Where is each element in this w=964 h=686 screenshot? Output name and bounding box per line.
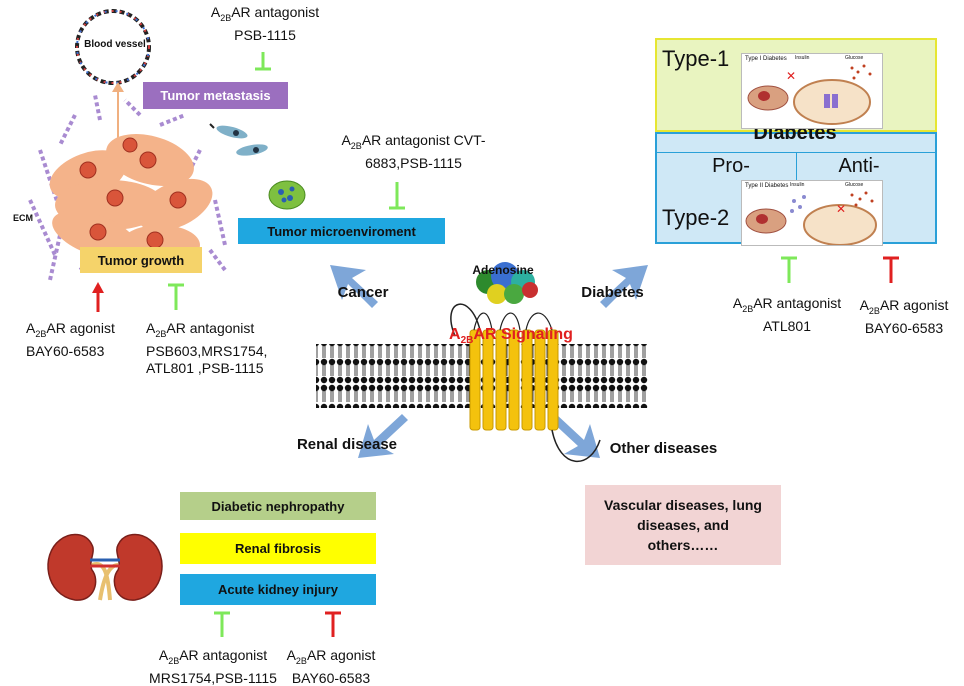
growth-antagonist-label: A2BAR antagonist PSB603,MRS1754, ATL801 … xyxy=(146,320,268,376)
microenvironment-cell-icon xyxy=(268,180,306,210)
diabetic-nephropathy-box: Diabetic nephropathy xyxy=(180,492,376,520)
diabetes-agonist-label: A2BAR agonist BAY60-6583 xyxy=(859,297,949,336)
adenosine-molecule-icon xyxy=(476,262,538,304)
tumor-microenvironment-box: Tumor microenviroment xyxy=(238,218,445,244)
tumor-growth-box: Tumor growth xyxy=(80,247,202,273)
cell-membrane xyxy=(316,344,648,408)
renal-fibrosis-box: Renal fibrosis xyxy=(180,533,376,564)
inhibit-growth-symbol xyxy=(168,283,184,310)
cancer-branch-label: Cancer xyxy=(337,284,389,301)
pancreas-cell-icon: ✕ xyxy=(747,64,872,125)
agonist-diabetes-symbol xyxy=(883,256,899,283)
diabetes-branch-label: Diabetes xyxy=(581,284,644,301)
renal-antagonist-label: A2BAR antagonist MRS1754,PSB-1115 xyxy=(149,647,277,686)
insulin-resistance-icon: ✕ xyxy=(745,191,877,245)
inhibit-microenv-symbol xyxy=(389,182,405,210)
microenv-drug-label: A2BAR antagonist CVT- 6883,PSB-1115 xyxy=(341,132,486,171)
kidneys-icon xyxy=(47,533,163,601)
type2-label: Type-2 xyxy=(662,205,730,230)
other-arrow xyxy=(550,414,600,458)
diabetes-arrow xyxy=(600,265,648,308)
renal-branch-label: Renal disease xyxy=(296,436,398,453)
cancer-arrow xyxy=(330,265,378,308)
receptor-n-terminus xyxy=(450,303,481,337)
agonist-renal-symbol xyxy=(325,611,341,637)
acute-kidney-injury-box: Acute kidney injury xyxy=(180,574,376,605)
diabetes-antagonist-label: A2BAR antagonist ATL801 xyxy=(732,295,842,334)
tumor-metastasis-box: Tumor metastasis xyxy=(143,82,288,109)
svg-text:✕: ✕ xyxy=(786,69,796,83)
signaling-label: A2BAR Signaling xyxy=(449,326,573,347)
receptor-c-terminus xyxy=(551,429,601,463)
renal-agonist-label: A2BAR agonist BAY60-6583 xyxy=(286,647,376,686)
inhibit-metastasis-symbol xyxy=(255,52,271,71)
type1-illustration: Type I Diabetes Insulin Glucose ✕ xyxy=(741,53,883,129)
adenosine-label: Adenosine xyxy=(472,263,534,277)
a2bar-receptor xyxy=(469,329,559,431)
ecm-label: ECM xyxy=(13,213,33,223)
anti-label: Anti- xyxy=(838,155,880,177)
branch-arrows xyxy=(330,265,648,458)
growth-agonist-label: A2BAR agonist BAY60-6583 xyxy=(26,320,115,359)
blood-vessel-label: Blood vessel xyxy=(84,39,146,50)
other-diseases-box: Vascular diseases, lung diseases, and ot… xyxy=(585,485,781,565)
type1-label: Type-1 xyxy=(662,46,730,71)
inhibit-renal-antagonist-symbol xyxy=(214,611,230,637)
migrating-cells-icon xyxy=(209,123,268,156)
blood-vessel-icon xyxy=(75,9,151,85)
inhibit-diabetes-antagonist-symbol xyxy=(781,256,797,283)
svg-text:✕: ✕ xyxy=(836,202,846,216)
type2-illustration: Type II Diabetes Insulin Glucose ✕ xyxy=(741,180,883,246)
metastasis-drug-label: A2BAR antagonist PSB-1115 xyxy=(210,4,320,43)
pro-label: Pro- xyxy=(712,155,750,177)
renal-arrow xyxy=(358,414,408,458)
activate-growth-symbol xyxy=(92,282,104,312)
other-branch-label: Other diseases xyxy=(609,440,718,457)
